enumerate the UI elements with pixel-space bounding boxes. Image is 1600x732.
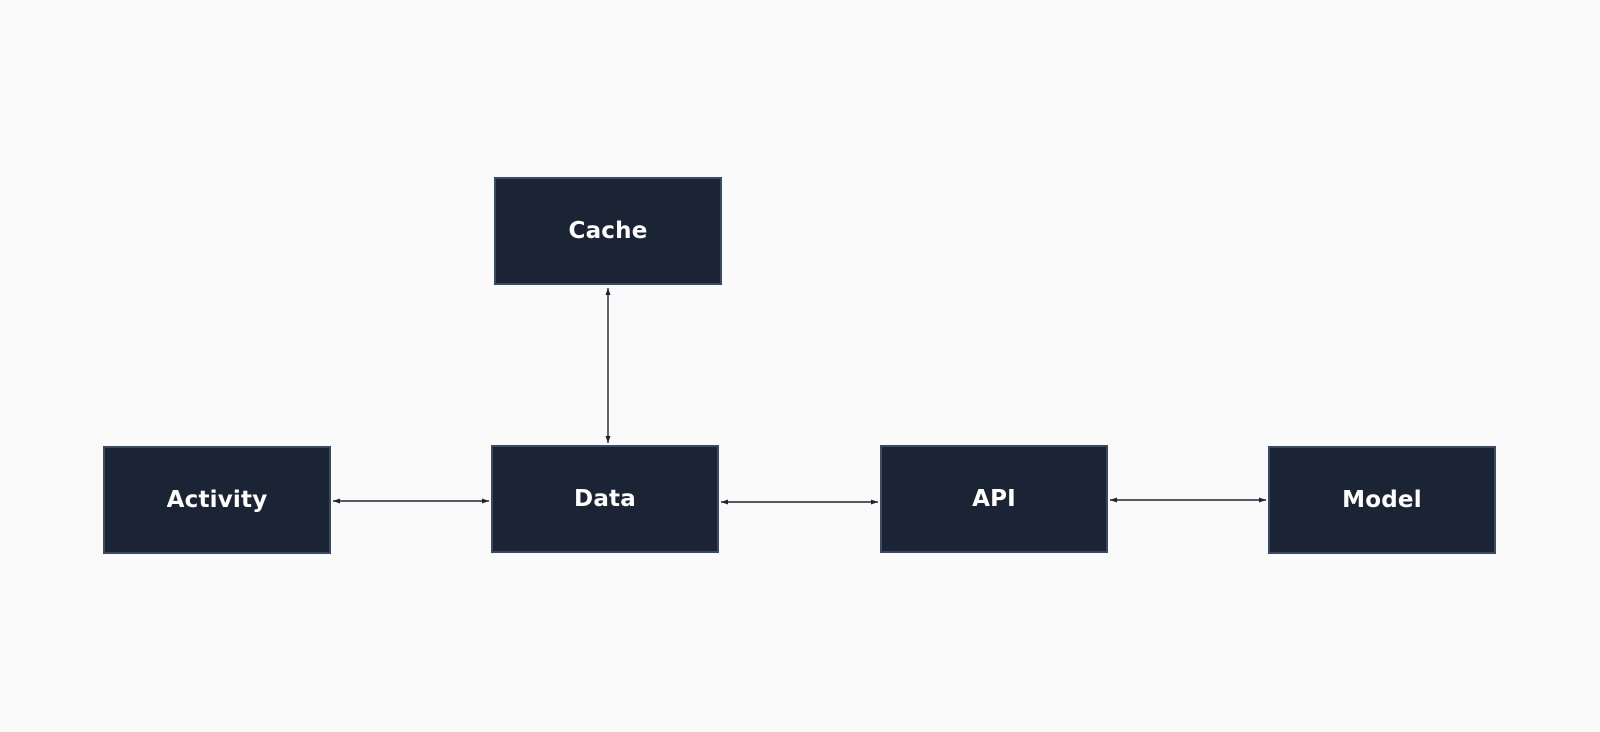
node-label-api: API — [972, 486, 1016, 512]
node-label-cache: Cache — [568, 218, 648, 244]
node-activity[interactable]: Activity — [103, 446, 331, 554]
node-label-data: Data — [574, 486, 636, 512]
node-data[interactable]: Data — [491, 445, 719, 553]
node-cache[interactable]: Cache — [494, 177, 722, 285]
node-label-activity: Activity — [166, 487, 268, 513]
node-api[interactable]: API — [880, 445, 1108, 553]
node-label-model: Model — [1342, 487, 1422, 513]
node-model[interactable]: Model — [1268, 446, 1496, 554]
